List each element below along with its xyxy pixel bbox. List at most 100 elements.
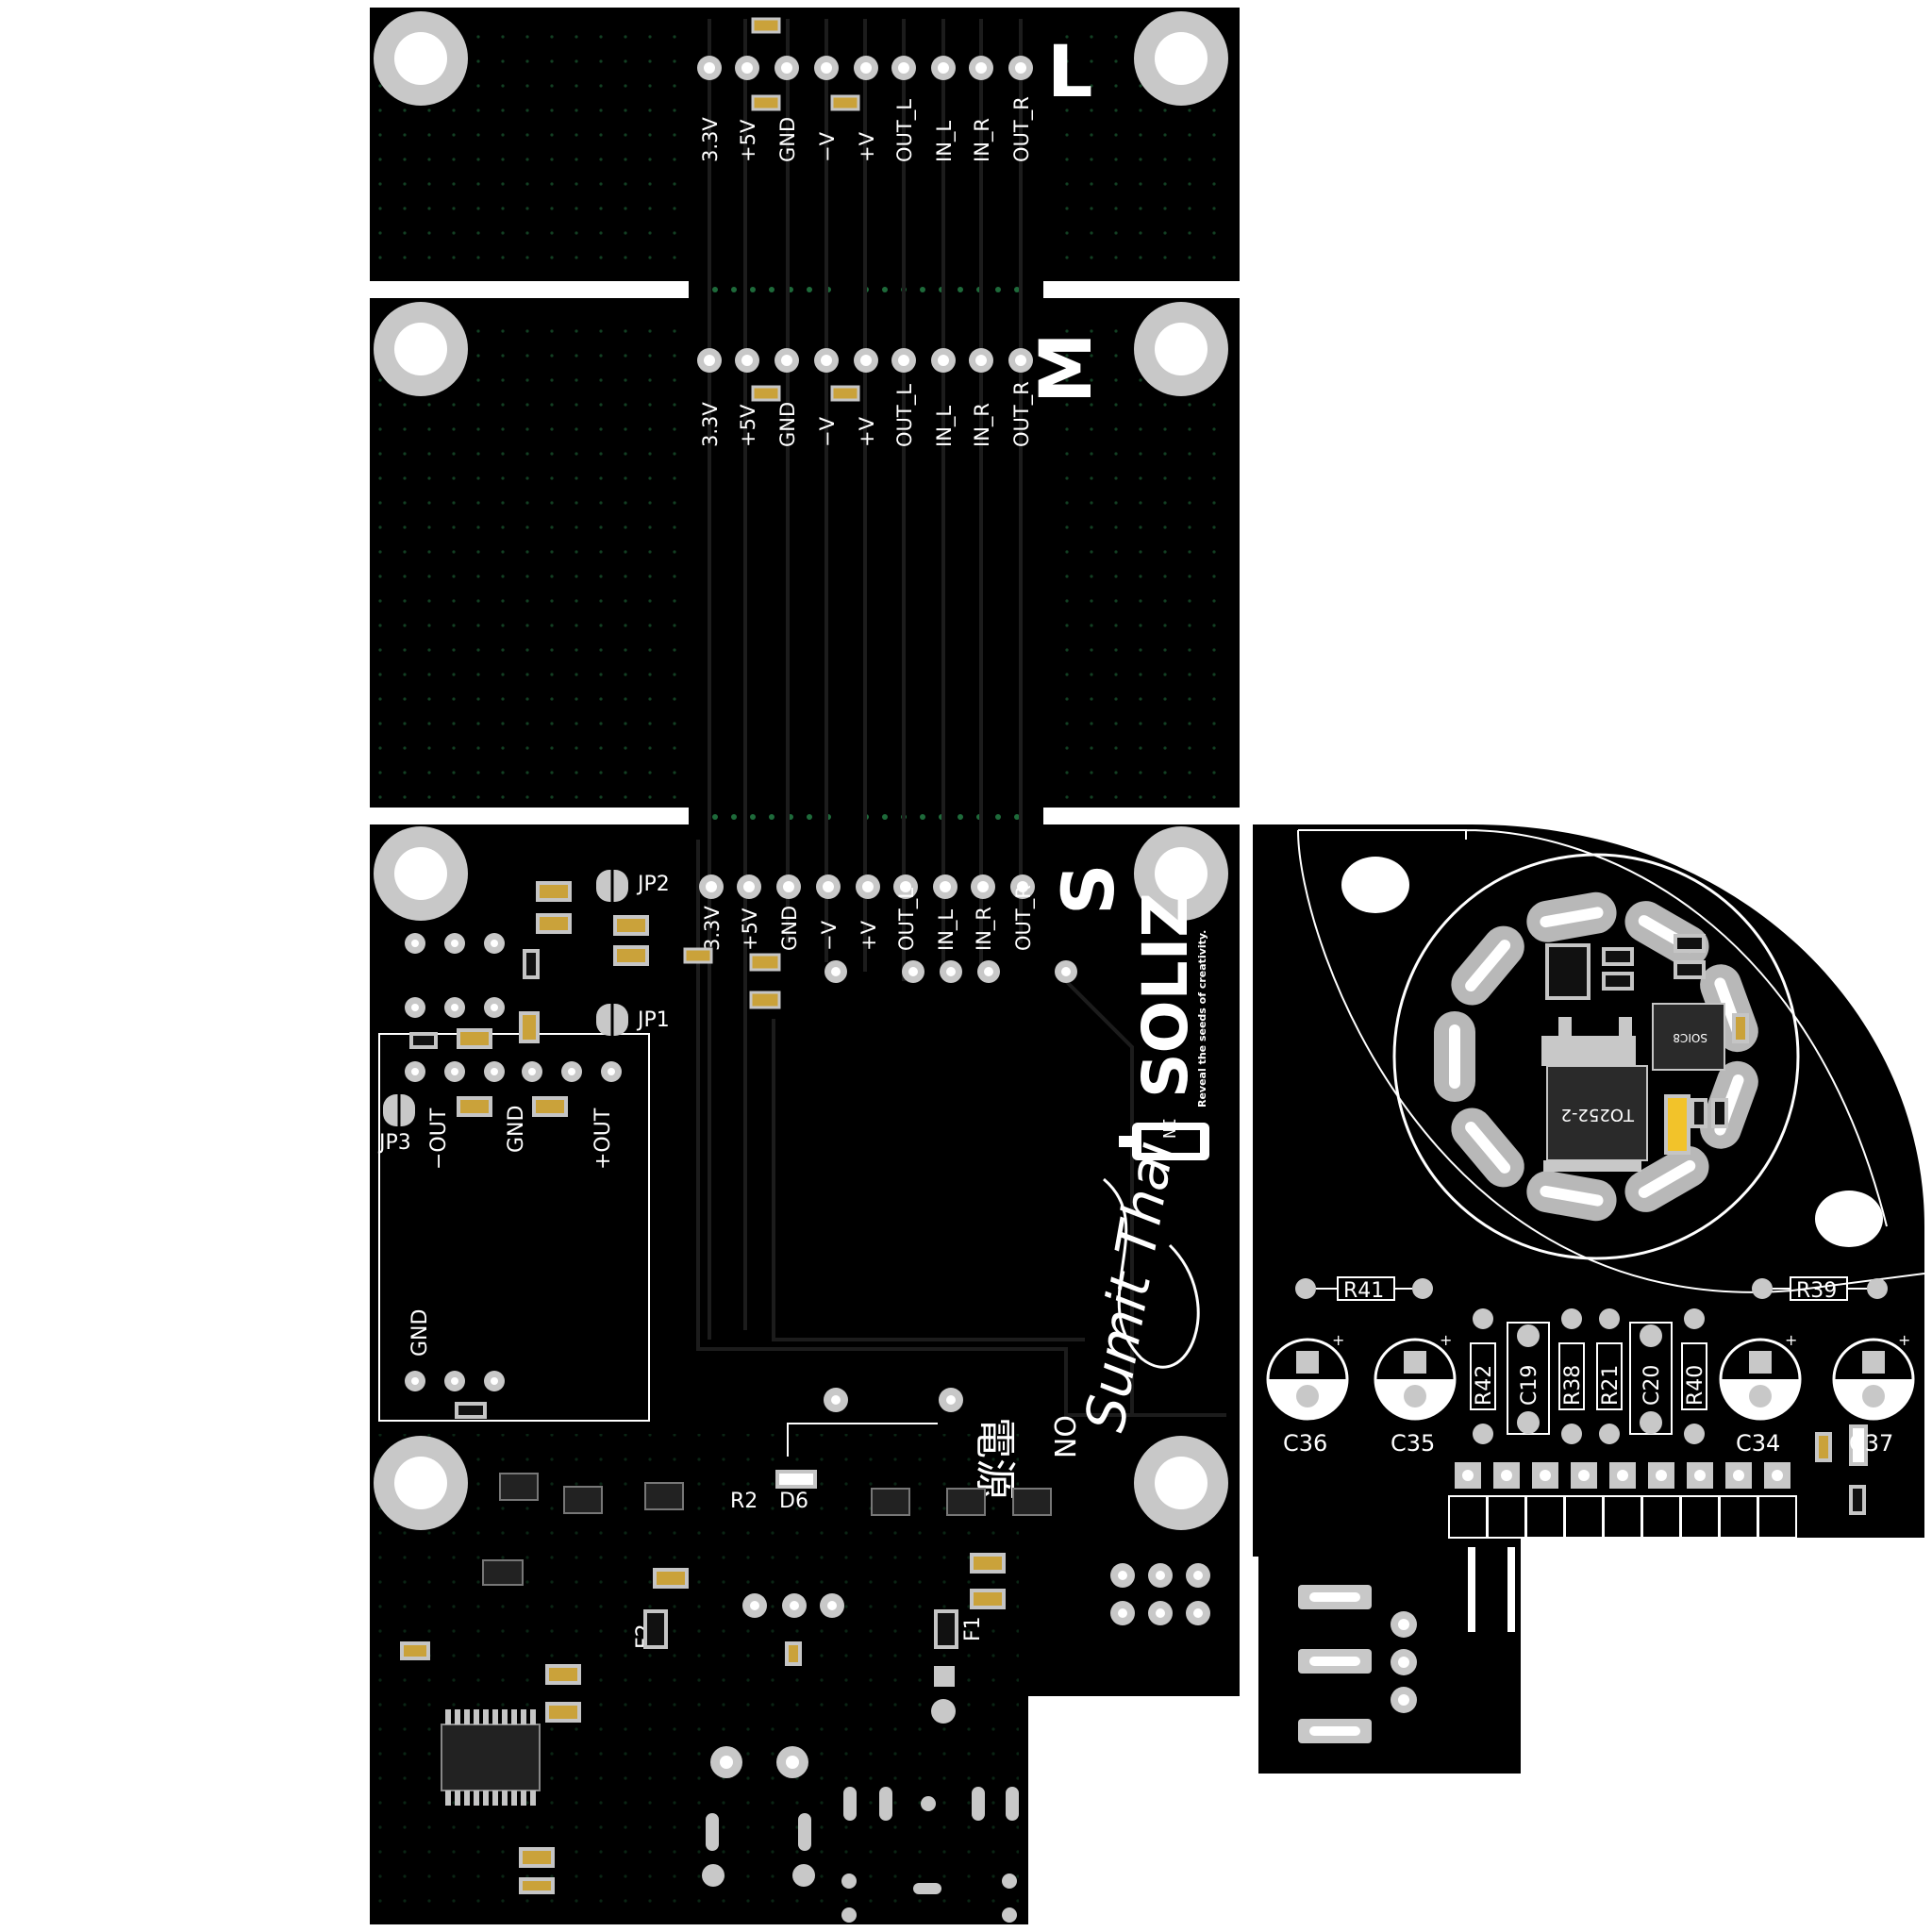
header-pin-hole: [1015, 62, 1026, 74]
pin-label: IN_R: [973, 907, 996, 951]
ps-module-outline: [378, 1033, 650, 1422]
header-pin-hole: [741, 62, 753, 74]
r39-label: R39: [1796, 1279, 1837, 1303]
header-pin-hole: [977, 881, 989, 892]
header-pin-hole: [940, 881, 951, 892]
header-pin-hole: [783, 881, 794, 892]
electrolytic-label: C37: [1849, 1430, 1893, 1457]
pin-label: IN_L: [933, 406, 957, 447]
pin-label: GND: [776, 402, 799, 447]
header-pin-hole: [704, 62, 715, 74]
pin-label: IN_L: [935, 909, 958, 951]
header-pin-labels: 3.3V +5V GND −V +V OUT_L IN_L IN_R OUT_R 3.3V +5V G…: [699, 96, 1036, 951]
jp3-label: JP3: [377, 1131, 411, 1155]
socket-pin: [1451, 1108, 1524, 1188]
header-pin-hole: [938, 62, 949, 74]
pin-label: 3.3V: [699, 402, 722, 447]
right-board-silk-lines: [1297, 829, 1925, 1293]
power-supply-section: JP2 JP1 JP3 −OUT GND +OUT GND: [377, 870, 670, 1422]
s-lower-pins: [824, 960, 1077, 983]
header-pin-hole: [781, 62, 792, 74]
bus-traces: [696, 19, 1226, 1417]
header-pin-hole: [781, 355, 792, 366]
header-pin-hole: [975, 355, 987, 366]
tube-logo-icon: IN: [1119, 1118, 1209, 1160]
header-pin-hole: [743, 881, 755, 892]
pin-label: OUT_R: [1010, 96, 1034, 162]
pin-label: −V: [816, 131, 839, 162]
pin-label: +5V: [737, 404, 759, 447]
module-label-m: M: [1024, 332, 1108, 404]
header-pin-hole: [860, 355, 872, 366]
socket-hole-right: [1815, 1191, 1883, 1247]
header-pin-hole: [821, 62, 832, 74]
r41-label: R41: [1343, 1279, 1384, 1303]
brand-tagline: Reveal the seeds of creativity.: [1196, 930, 1208, 1108]
right-part-label: C19: [1518, 1365, 1541, 1406]
electrolytic-caps: +C36+C35+C34+C37: [1266, 1331, 1915, 1457]
module-label-s: S: [1046, 863, 1130, 915]
pin-label: OUT_L: [893, 99, 917, 162]
pin-label: +5V: [737, 119, 759, 162]
header-pin-hole: [706, 881, 717, 892]
on-label: ON: [1047, 1415, 1080, 1458]
header-pin-hole: [741, 355, 753, 366]
ssop-ic: [441, 1724, 541, 1791]
ps-minus-out-label: −OUT: [427, 1108, 451, 1170]
pin-label: IN_R: [971, 118, 994, 162]
mounting-holes: [374, 11, 1228, 1530]
pin-label: GND: [776, 117, 799, 162]
socket-pin: [1451, 925, 1524, 1006]
to252-label: TO252-2: [1561, 1105, 1635, 1124]
right-part-label: R21: [1599, 1365, 1623, 1406]
pin-label: OUT_L: [893, 384, 917, 447]
pin-label: +V: [856, 416, 878, 447]
pin-label: GND: [778, 906, 801, 951]
svg-text:+: +: [1332, 1331, 1344, 1349]
tube-socket-outline: [1392, 853, 1800, 1260]
jp1-label: JP1: [636, 1008, 670, 1032]
header-pin-hole: [898, 62, 909, 74]
header-pin-hole: [821, 355, 832, 366]
pin-label: OUT_R: [1012, 885, 1036, 951]
right-part-label: R42: [1473, 1365, 1496, 1406]
soic8-ic: [1652, 1003, 1725, 1071]
ps-plus-out-label: +OUT: [591, 1108, 615, 1170]
svg-text:+: +: [1785, 1331, 1797, 1349]
brand-logo: SOLIZ: [1129, 892, 1202, 1098]
right-part-label: C20: [1641, 1365, 1664, 1406]
pin-label: +5V: [739, 908, 761, 951]
jp2-label: JP2: [636, 873, 670, 896]
d6-label: D6: [779, 1490, 808, 1513]
header-pin-hole: [898, 355, 909, 366]
right-board: TO252-2 SOIC8 R41 R39: [1253, 824, 1925, 1774]
electrolytic-label: C35: [1391, 1430, 1435, 1457]
pin-label: OUT_L: [895, 888, 919, 951]
pin-label: −V: [818, 920, 841, 951]
header-pin-hole: [900, 881, 911, 892]
header-pin-hole: [1015, 355, 1026, 366]
socket-pin: [1526, 891, 1617, 942]
header-pin-hole: [823, 881, 834, 892]
header-pin-hole: [704, 355, 715, 366]
via-grid-m-right: [1047, 311, 1231, 802]
pin-row-smd-parts: [683, 17, 860, 1009]
r2-label: R2: [730, 1490, 758, 1513]
pin-label: +V: [856, 131, 878, 162]
svg-text:IN: IN: [1158, 1118, 1178, 1139]
pin-label: OUT_R: [1010, 381, 1034, 447]
pin-label: IN_L: [933, 121, 957, 162]
pin-label: IN_R: [971, 403, 994, 447]
header-pin-hole: [938, 355, 949, 366]
signature-flourish: [1103, 1177, 1200, 1369]
header-pin-hole: [1017, 881, 1028, 892]
ps-gnd-label: GND: [505, 1106, 528, 1153]
pin-label: 3.3V: [699, 117, 722, 162]
header-pin-hole: [862, 881, 874, 892]
module-label-l: L: [1047, 29, 1092, 113]
socket-pin: [1624, 1145, 1709, 1212]
pin-label: −V: [816, 416, 839, 447]
socket-hole-left: [1341, 857, 1409, 913]
